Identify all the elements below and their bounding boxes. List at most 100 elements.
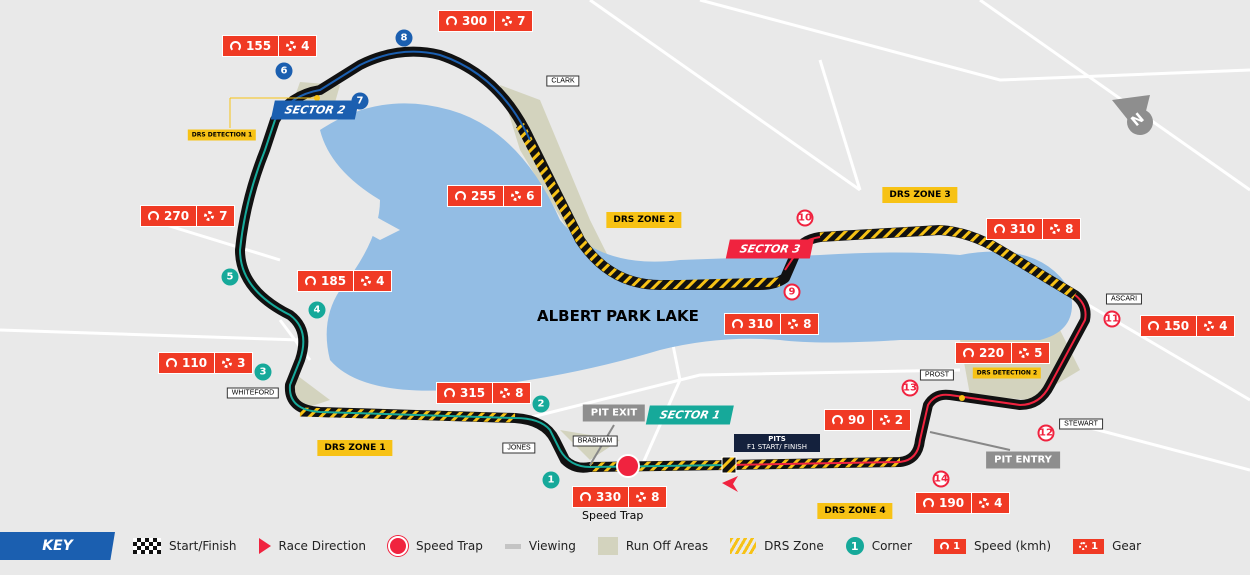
run-off-icon <box>597 537 618 555</box>
speed-value: 155 <box>223 36 278 56</box>
gear-icon <box>979 498 990 508</box>
key-title: KEY <box>0 532 115 560</box>
key-label: Race Direction <box>278 539 366 553</box>
speed-value: 315 <box>437 383 492 403</box>
key-label: DRS Zone <box>764 539 824 553</box>
speed-value: 90 <box>825 410 872 430</box>
gear-icon <box>1050 224 1061 234</box>
speedometer-icon <box>832 414 843 426</box>
speed-sample: 1 <box>953 540 961 552</box>
speed-value: 300 <box>439 11 494 31</box>
gear-icon <box>222 358 233 368</box>
gear-icon <box>500 388 511 398</box>
gear-value: 4 <box>971 493 1009 513</box>
speedometer-icon <box>732 318 743 330</box>
gear-icon <box>788 319 799 329</box>
gear-icon <box>879 415 890 425</box>
speed-trap-icon <box>616 454 640 478</box>
speedometer-icon <box>963 347 974 359</box>
gear-value: 5 <box>1011 343 1049 363</box>
speedometer-icon <box>1148 320 1159 332</box>
drs-zone-2-label: DRS ZONE 2 <box>606 212 682 228</box>
gear-value: 4 <box>1196 316 1234 336</box>
road-label-ascari: ASCARI <box>1105 293 1143 305</box>
gear-value: 7 <box>196 206 234 226</box>
speedometer-icon <box>455 190 466 202</box>
speedometer-icon <box>994 223 1005 235</box>
gear-icon <box>204 211 215 221</box>
drs-zone-1-label: DRS ZONE 1 <box>317 440 393 456</box>
key-viewing: Viewing <box>504 539 576 553</box>
speed-value: 190 <box>916 493 971 513</box>
speed-value: 110 <box>159 353 214 373</box>
corner-marker: 1 <box>542 471 560 489</box>
corner-marker: 4 <box>308 301 326 319</box>
speedometer-icon <box>305 275 316 287</box>
corner-marker: 10 <box>796 209 814 227</box>
speed-value: 270 <box>141 206 196 226</box>
sector-line <box>274 50 531 141</box>
speed-value: 255 <box>448 186 503 206</box>
speed-value: 310 <box>725 314 780 334</box>
drs-detection-1-label: DRS DETECTION 1 <box>187 129 257 141</box>
road-label-jones: JONES <box>502 442 536 454</box>
gear-value: 6 <box>503 186 541 206</box>
sector-3-label: SECTOR 3 <box>725 239 815 259</box>
speedometer-icon <box>580 491 591 503</box>
start-finish-flag-icon <box>721 456 737 474</box>
gear-icon <box>1204 321 1215 331</box>
gear-value: 8 <box>628 487 666 507</box>
key-label: Corner <box>871 539 913 553</box>
corner-marker: 13 <box>901 379 919 397</box>
pits-title: PITS <box>768 435 786 443</box>
corner-marker: 6 <box>275 62 293 80</box>
key-label: Viewing <box>528 539 576 553</box>
gear-value: 3 <box>214 353 252 373</box>
gear-icon: 1 <box>1073 538 1105 554</box>
key-drs-zone: DRS Zone <box>730 538 824 554</box>
speed-trap-label: Speed Trap <box>582 509 644 522</box>
key-label: Run Off Areas <box>625 539 709 553</box>
lake <box>320 103 1072 391</box>
corner-marker: 3 <box>254 363 272 381</box>
gear-value: 4 <box>278 36 316 56</box>
viewing-icon <box>504 543 521 549</box>
gear-icon <box>286 41 297 51</box>
drs-zone-3-label: DRS ZONE 3 <box>882 187 958 203</box>
key-label: Speed Trap <box>415 539 483 553</box>
gear-value: 8 <box>492 383 530 403</box>
speed-value: 220 <box>956 343 1011 363</box>
pits-subtitle: F1 START/ FINISH <box>747 443 807 451</box>
corner-marker: 9 <box>783 283 801 301</box>
gear-icon <box>502 16 513 26</box>
gear-sample: 1 <box>1091 540 1099 552</box>
lake-label: ALBERT PARK LAKE <box>537 307 699 325</box>
corner-marker: 2 <box>532 395 550 413</box>
legend: KEY Start/Finish Race Direction Speed Tr… <box>0 530 1250 562</box>
sector-line <box>238 119 729 469</box>
key-start-finish: Start/Finish <box>133 538 237 554</box>
speed-trap-icon <box>387 536 408 556</box>
drs-detection-2-label: DRS DETECTION 2 <box>972 367 1042 379</box>
speed-value: 330 <box>573 487 628 507</box>
gear-icon <box>636 492 647 502</box>
corner-marker: 11 <box>1103 310 1121 328</box>
gear-value: 8 <box>1042 219 1080 239</box>
speed-value: 185 <box>298 271 353 291</box>
gear-icon <box>361 276 372 286</box>
road-label-prost: PROST <box>919 369 955 381</box>
race-direction-icon <box>258 538 271 554</box>
corner-marker: 14 <box>932 470 950 488</box>
lake-inlet <box>290 170 400 240</box>
